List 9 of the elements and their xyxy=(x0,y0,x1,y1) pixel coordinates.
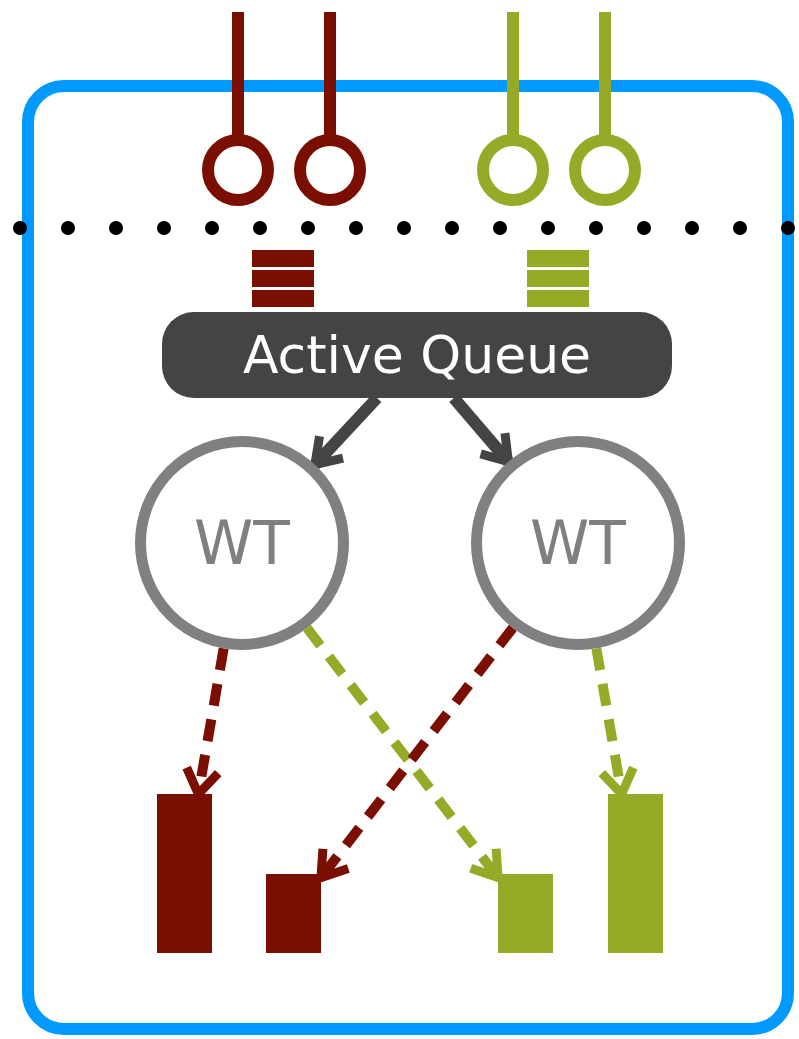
bar xyxy=(498,874,553,953)
bar xyxy=(266,874,321,953)
queue-label: Active Queue xyxy=(242,325,592,385)
bar xyxy=(157,794,212,953)
queue-box xyxy=(162,312,672,398)
worker-label: WT xyxy=(530,508,626,578)
bar xyxy=(608,794,663,953)
container-box xyxy=(22,80,794,1035)
worker-label: WT xyxy=(194,508,290,578)
